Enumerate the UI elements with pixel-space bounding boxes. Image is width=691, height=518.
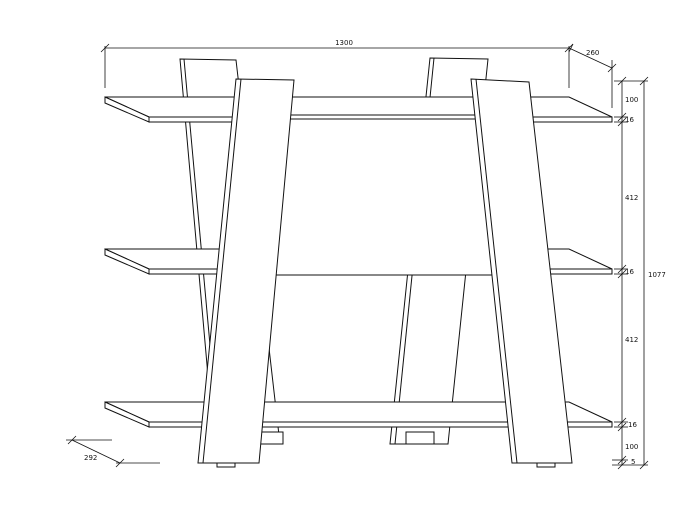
dimension-vertical-chain [612, 76, 649, 470]
dimension-depth [568, 43, 617, 108]
dimension-foot-height-label: 5 [631, 458, 635, 466]
dimension-shelf-thickness-middle-label: 16 [625, 268, 634, 276]
dimension-bottom-gap-label: 100 [625, 443, 638, 451]
dimension-width [100, 43, 574, 88]
dimension-section-lower-label: 412 [625, 336, 638, 344]
dimension-shelf-depth-label: 292 [84, 454, 97, 462]
front-leg-right [470, 78, 573, 468]
dimension-shelf-thickness-bottom-label: 16 [628, 421, 637, 429]
cabinet-panel [273, 114, 494, 276]
dimension-depth-label: 260 [586, 49, 599, 57]
dimension-width-label: 1300 [335, 39, 353, 47]
dimension-shelf-depth [66, 435, 160, 468]
dimension-shelf-thickness-top-label: 16 [625, 116, 634, 124]
front-leg-left [197, 78, 295, 468]
dimension-section-upper-label: 412 [625, 194, 638, 202]
dimension-top-gap-label: 100 [625, 96, 638, 104]
dimension-overall-height-label: 1077 [648, 271, 666, 279]
